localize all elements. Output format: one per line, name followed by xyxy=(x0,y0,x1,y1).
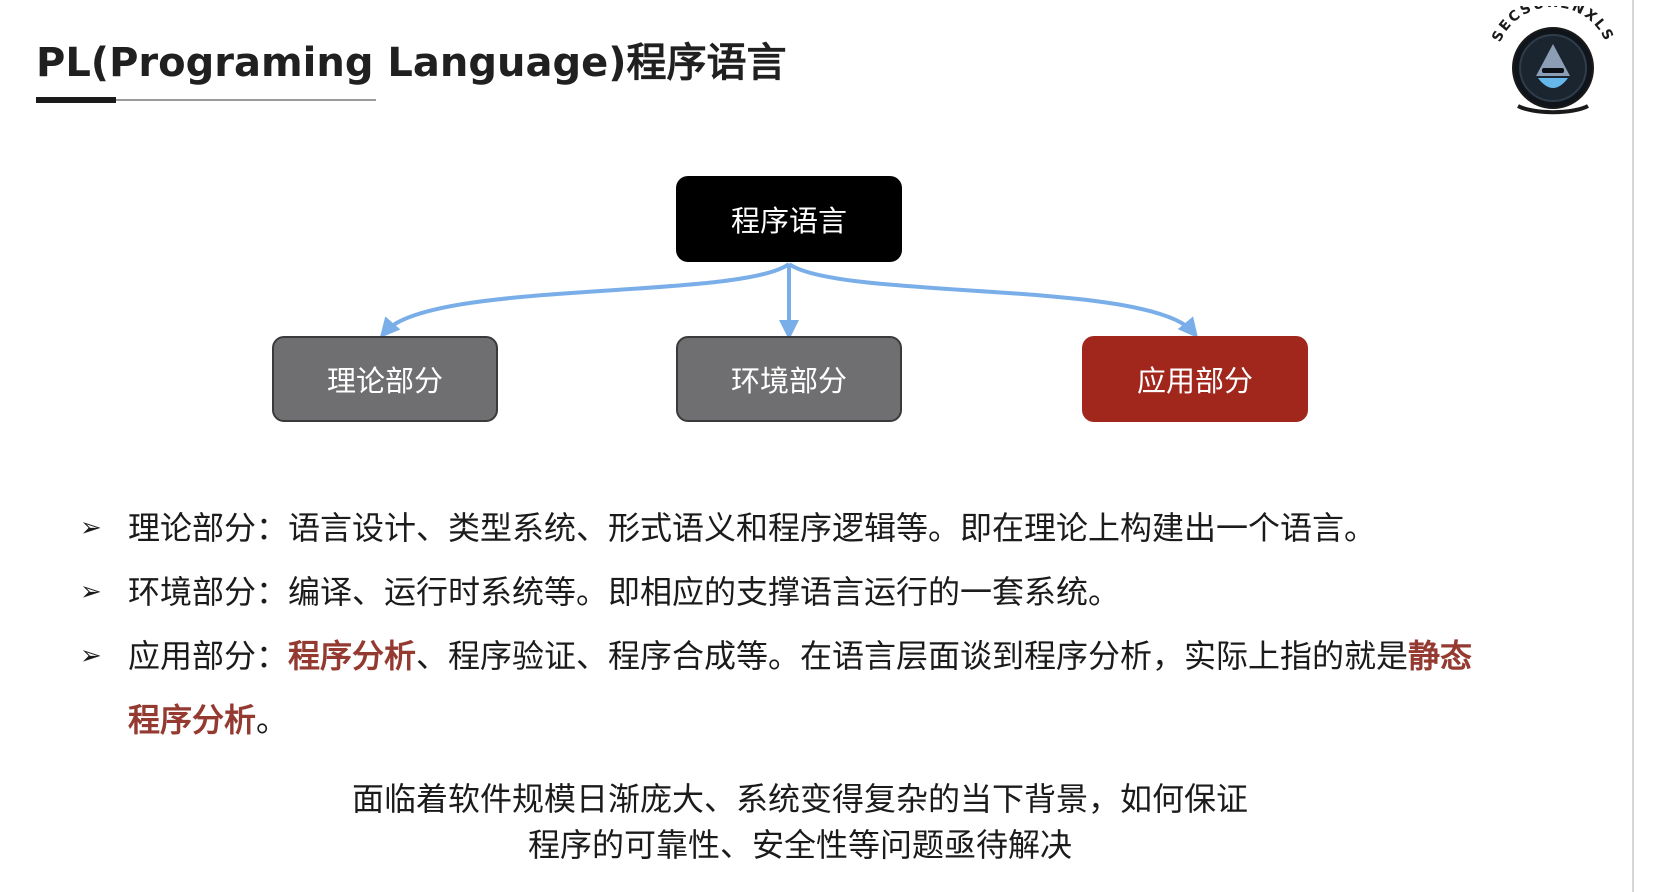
bullet-text: 语言设计、类型系统、形式语义和程序逻辑等。即在理论上构建出一个语言。 xyxy=(288,509,1377,547)
footer-line-2: 程序的可靠性、安全性等问题亟待解决 xyxy=(527,826,1072,864)
highlight-program-analysis: 程序分析 xyxy=(288,637,417,675)
node-theory-part: 理论部分 xyxy=(272,336,498,422)
arrow-bullet-icon: ➢ xyxy=(80,641,102,671)
footer-line-1: 面临着软件规模日渐庞大、系统变得复杂的当下背景，如何保证 xyxy=(351,780,1248,818)
bullet-text: 、程序验证、程序合成等。在语言层面谈到程序分析，实际上指的就是 xyxy=(416,637,1409,675)
bullet-item-environment: ➢ 环境部分：编译、运行时系统等。即相应的支撑语言运行的一套系统。 xyxy=(80,560,1500,624)
bullet-end: 。 xyxy=(256,701,289,739)
slide-title: PL(Programing Language)程序语言 xyxy=(36,40,787,86)
bullet-text: 编译、运行时系统等。即相应的支撑语言运行的一套系统。 xyxy=(288,573,1121,611)
arrow-bullet-icon: ➢ xyxy=(80,577,102,607)
title-underline xyxy=(36,99,376,101)
bullet-head: 理论部分： xyxy=(128,509,289,547)
title-underline-accent xyxy=(36,97,116,103)
secsurenxls-logo: SECSURENXLS xyxy=(1489,6,1615,115)
node-application-part: 应用部分 xyxy=(1082,336,1308,422)
bullet-head: 应用部分： xyxy=(128,637,289,675)
bullet-item-application: ➢ 应用部分：程序分析、程序验证、程序合成等。在语言层面谈到程序分析，实际上指的… xyxy=(80,624,1500,752)
shield-hacker-icon xyxy=(1536,44,1570,88)
arrow-to-app xyxy=(787,262,1199,339)
bullet-list: ➢ 理论部分：语言设计、类型系统、形式语义和程序逻辑等。即在理论上构建出一个语言… xyxy=(80,496,1500,752)
slide-right-edge xyxy=(1632,0,1668,892)
footer-note: 面临着软件规模日渐庞大、系统变得复杂的当下背景，如何保证 程序的可靠性、安全性等… xyxy=(240,776,1360,868)
node-programming-language: 程序语言 xyxy=(676,176,902,262)
highlight-static-analysis: 静态程序分析 xyxy=(128,637,1473,739)
arrow-to-theory xyxy=(379,262,791,339)
arrow-bullet-icon: ➢ xyxy=(80,513,102,543)
bullet-item-theory: ➢ 理论部分：语言设计、类型系统、形式语义和程序逻辑等。即在理论上构建出一个语言… xyxy=(80,496,1500,560)
node-environment-part: 环境部分 xyxy=(676,336,902,422)
bullet-head: 环境部分： xyxy=(128,573,289,611)
